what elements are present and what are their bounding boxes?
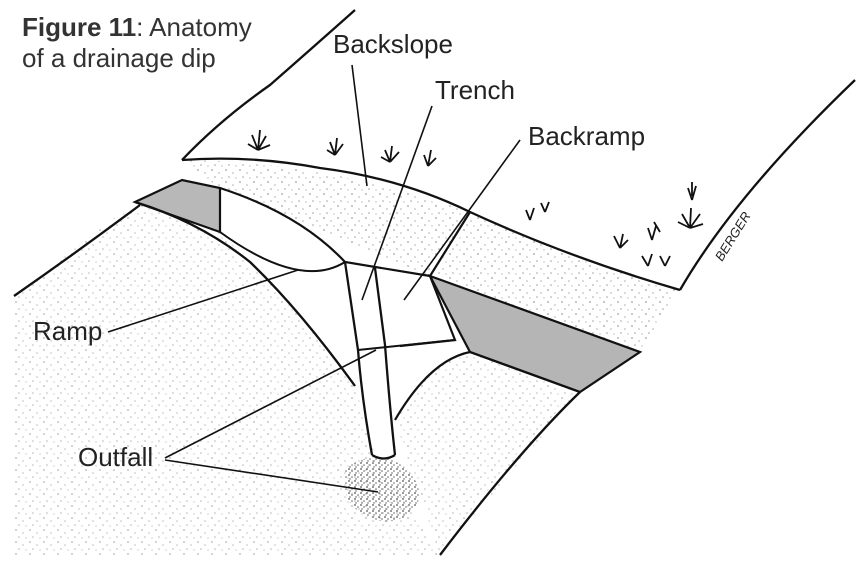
label-trench: Trench [435, 75, 515, 106]
figure-number: Figure 11 [22, 12, 136, 42]
trench-cross-line [358, 340, 455, 350]
label-outfall: Outfall [78, 442, 153, 473]
outfall-mouth [372, 455, 395, 459]
artist-signature: BERGER [712, 209, 754, 264]
figure-title-line1: : Anatomy [136, 12, 252, 42]
hillside-right-edge [680, 80, 855, 290]
backslope-leader [352, 65, 367, 186]
label-ramp: Ramp [33, 316, 102, 347]
label-backslope: Backslope [333, 29, 453, 60]
figure-title-line2: of a drainage dip [22, 43, 252, 74]
label-backramp: Backramp [528, 121, 645, 152]
figure-caption: Figure 11: Anatomy of a drainage dip [22, 12, 252, 74]
trench-right-wall [375, 268, 395, 455]
